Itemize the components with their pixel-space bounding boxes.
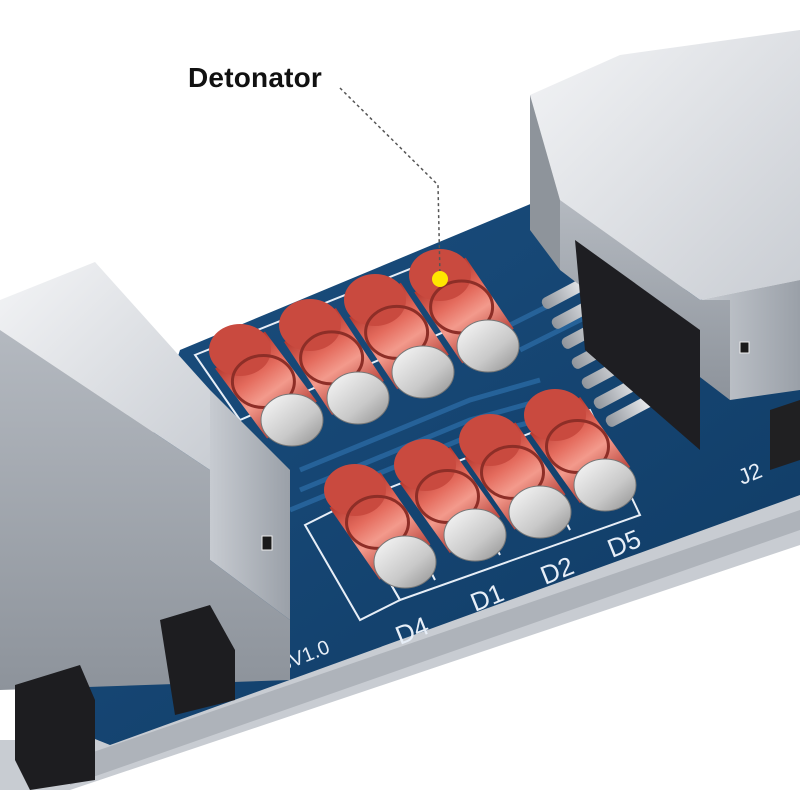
diode-front-2 <box>394 439 507 562</box>
diode-top <box>324 464 386 516</box>
diode-band <box>345 494 410 550</box>
board-edge-shadow <box>70 510 800 785</box>
callout-leader-line <box>339 87 441 278</box>
diode-end-cap <box>573 458 637 512</box>
diode-array <box>209 249 637 589</box>
diode-end-cap <box>508 485 572 539</box>
diode-band <box>230 354 296 409</box>
diode-end-cap <box>260 393 324 447</box>
diode-back-2 <box>279 299 390 425</box>
callout-dot <box>432 271 448 287</box>
diode-front-3 <box>459 414 572 539</box>
rj45-jack-right <box>530 30 800 470</box>
diode-end-cap <box>326 371 390 425</box>
diode-end-cap <box>391 345 455 399</box>
diode-top <box>524 389 586 441</box>
diode-band <box>480 444 545 500</box>
diode-end-cap <box>443 508 507 562</box>
diode-top <box>209 324 271 376</box>
diode-top <box>394 439 456 491</box>
callout-label: Detonator <box>188 62 323 93</box>
diode-back-3 <box>344 274 455 399</box>
rj45-jack-left <box>0 262 290 790</box>
diode-top <box>459 414 521 466</box>
diode-back-1 <box>209 324 324 447</box>
diode-end-cap <box>373 535 437 589</box>
diode-front-1 <box>324 464 437 589</box>
diode-top <box>344 274 406 326</box>
diode-end-cap <box>456 319 520 373</box>
diode-top <box>279 299 341 351</box>
diode-front-4 <box>524 389 637 512</box>
